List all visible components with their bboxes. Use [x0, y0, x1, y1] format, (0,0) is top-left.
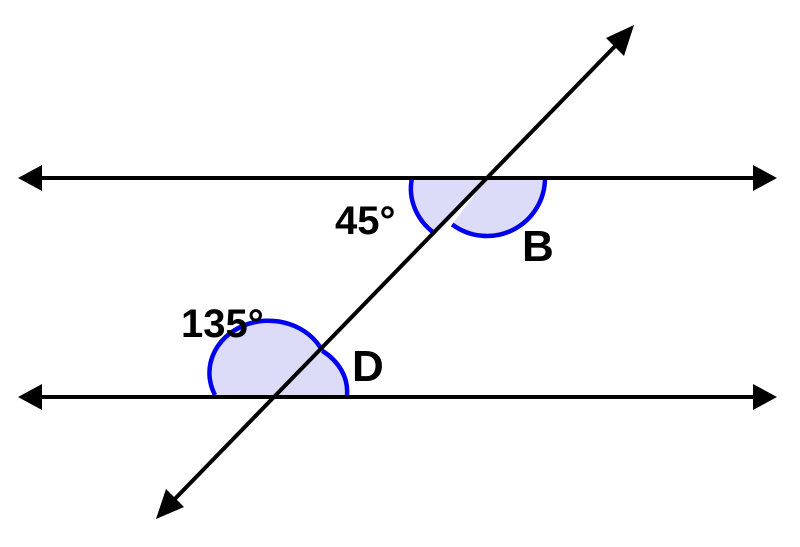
angle-45-sector	[410, 178, 487, 233]
arrowhead-up-right-icon	[606, 25, 634, 56]
angle-d-label: D	[352, 342, 384, 391]
arrowhead-left-icon	[18, 384, 42, 410]
angle-135-label: 135°	[181, 302, 264, 346]
angle-135-arc	[207, 318, 325, 397]
bottom-parallel-line	[18, 384, 777, 410]
angle-45-label: 45°	[335, 199, 396, 243]
angle-45-arc	[408, 177, 436, 235]
angle-b-label: B	[522, 222, 554, 271]
arrowhead-right-icon	[753, 165, 777, 191]
angle-d-sector	[272, 350, 348, 395]
angle-d-arc	[321, 348, 350, 396]
angle-b-sector	[452, 178, 545, 237]
arrowhead-down-left-icon	[156, 489, 184, 519]
transversal-line	[156, 25, 634, 519]
top-parallel-line	[18, 165, 777, 191]
arrowhead-left-icon	[18, 165, 42, 191]
angle-135-sector	[209, 320, 323, 395]
angle-b-arc	[450, 177, 548, 239]
arrowhead-right-icon	[753, 384, 777, 410]
